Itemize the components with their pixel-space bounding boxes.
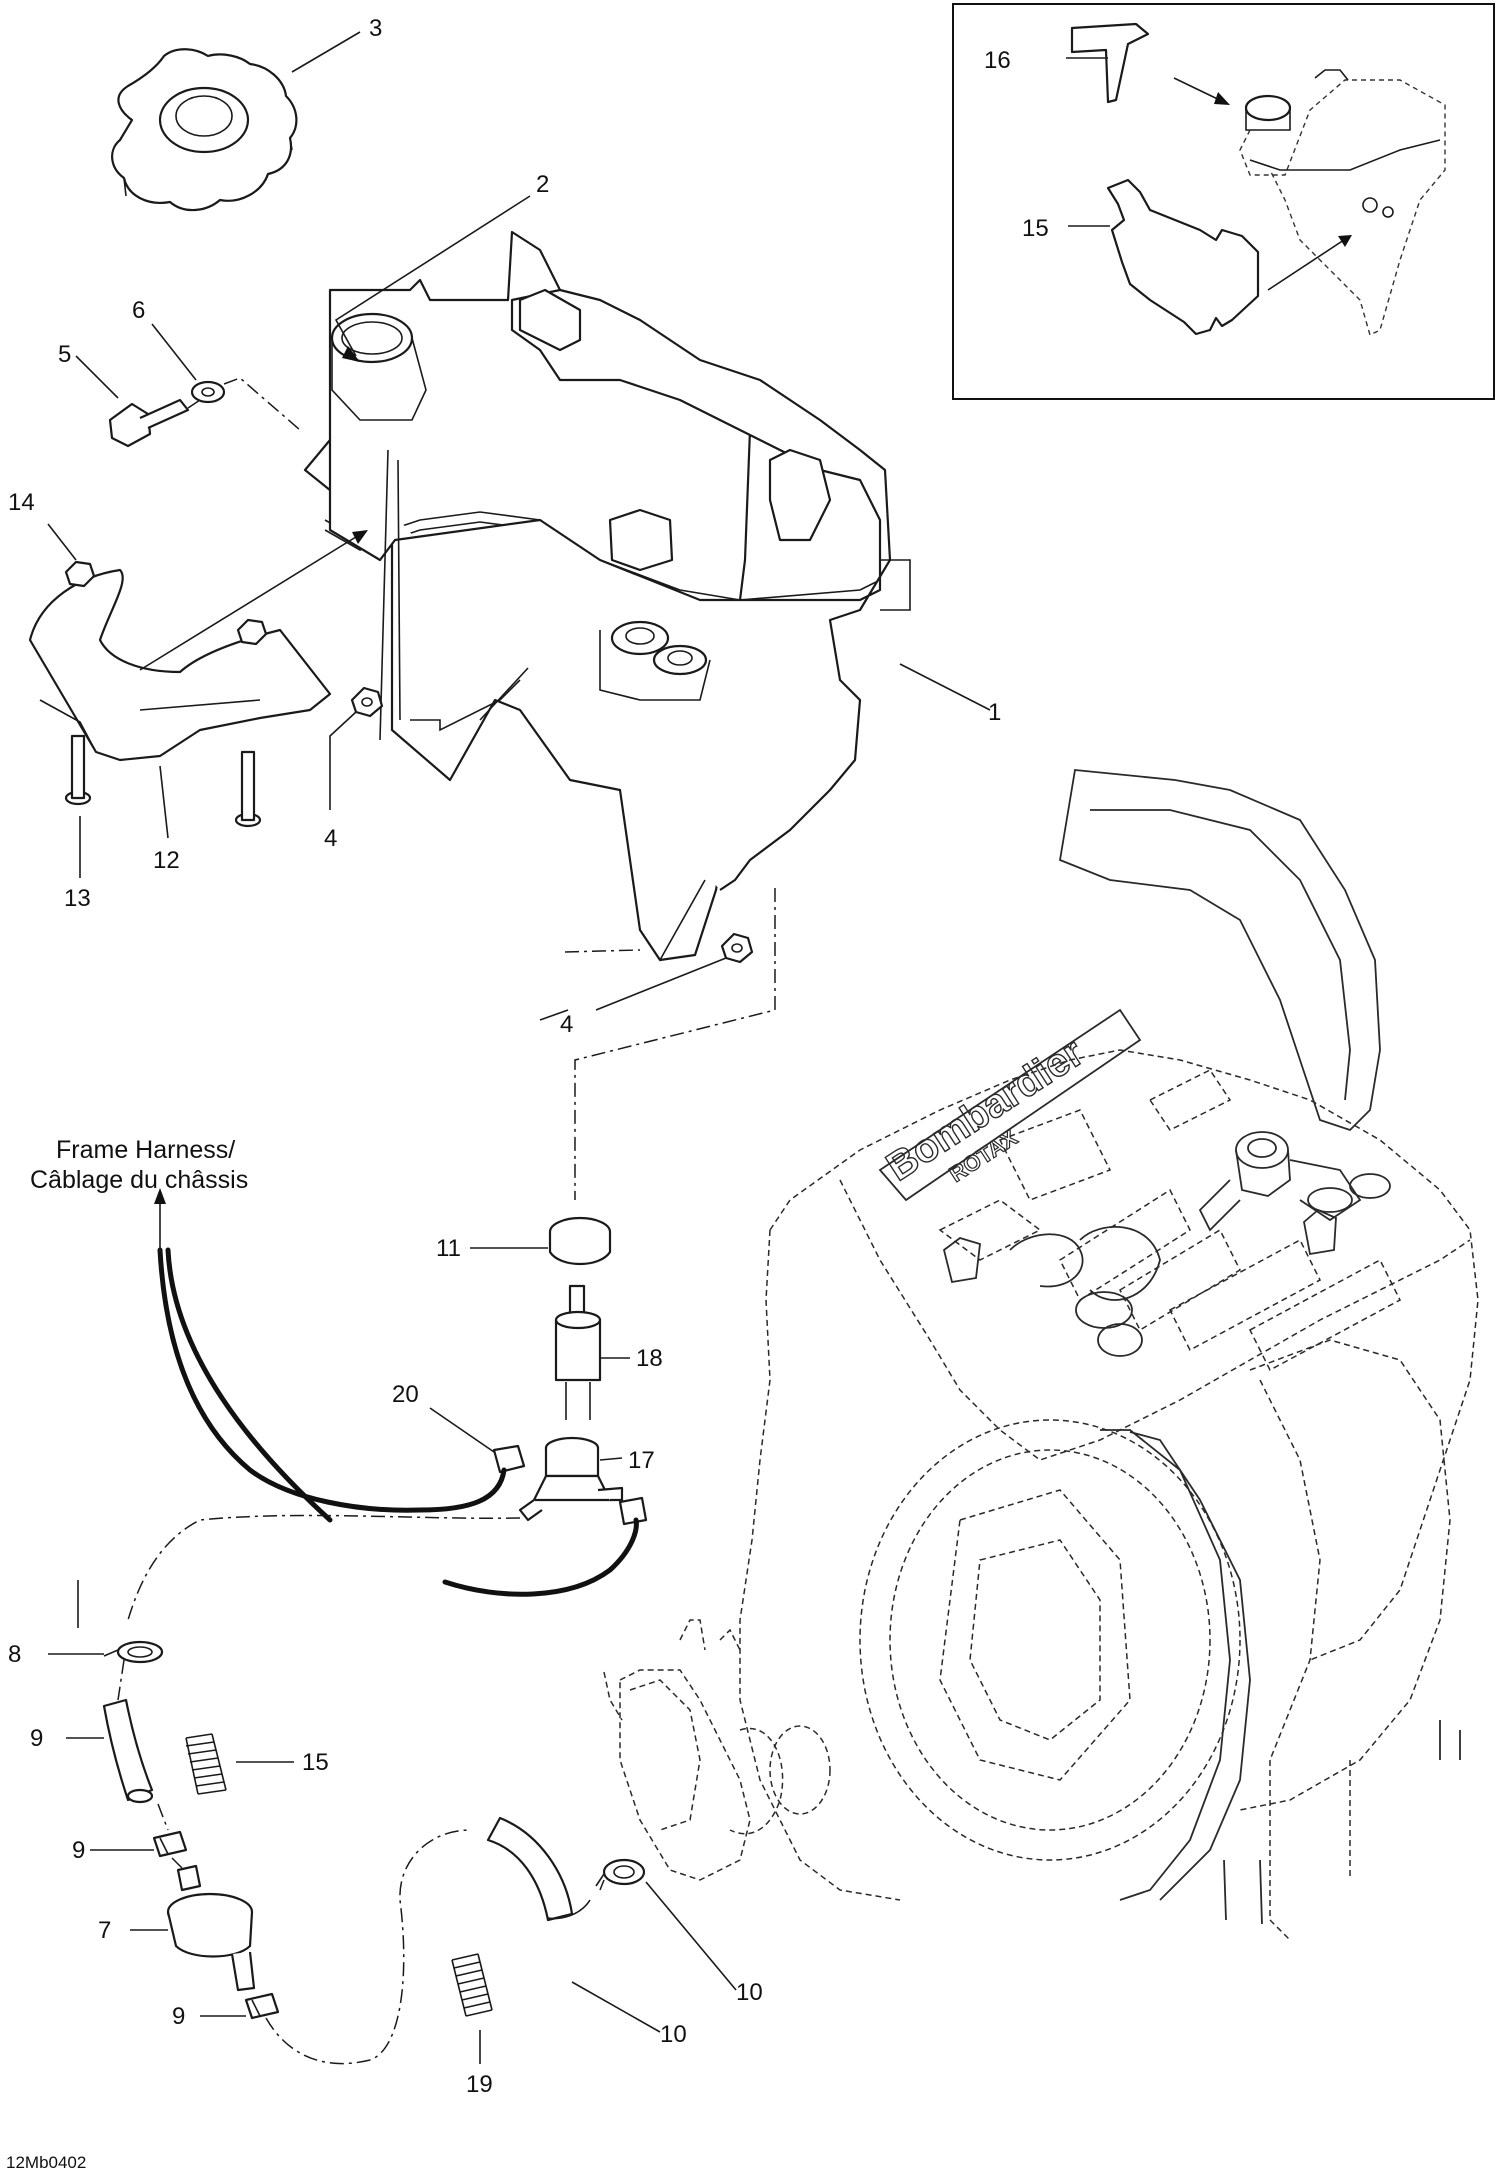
callout-4-upper: 4 [324,825,337,852]
leader-lines [47,31,991,2064]
callout-6: 6 [132,297,145,324]
callout-3: 3 [369,15,382,42]
callout-9-top: 8 [8,1641,21,1668]
callout-16: 15 [1022,215,1049,242]
harness-wire-3 [442,1517,639,1597]
hose-10a [102,1698,154,1804]
connector-20 [492,1444,648,1526]
screw-dashline [187,377,301,431]
hose-route-d [265,1829,471,2065]
callout-10-left: 9 [30,1725,43,1752]
callout-12: 12 [153,847,180,874]
callout-17: 16 [984,47,1011,74]
callout-15-upper: 15 [302,1749,329,1776]
oil-level-sensor-19 [554,1284,602,1420]
nut-4a [350,686,384,718]
nut-14 [64,560,96,588]
callout-19: 18 [636,1345,663,1372]
spring-15a [185,1733,227,1795]
bolt-13 [64,734,92,806]
callout-2: 2 [536,171,549,198]
hose-route-c [171,1857,185,1871]
clamp-9c [244,1992,280,2020]
callout-20: 20 [392,1381,419,1408]
hose-route-a [117,1659,125,1701]
shield-arrow [139,531,365,671]
callout-11: 11 [436,1235,461,1262]
oil-tank-1 [303,230,911,962]
washer-6 [190,380,226,404]
callout-14: 14 [8,489,35,516]
inline-filter-7 [166,1864,256,1992]
hose-route-upper [127,1514,521,1621]
clamp-8 [595,1858,646,1887]
harness-label-line1: Frame Harness/ [56,1136,235,1164]
callout-10-right: 10 [660,2021,687,2048]
gasket-pad-16 [1106,178,1260,336]
grommet-dashline [574,888,776,1200]
nut-14b [236,618,268,646]
valve-18 [518,1436,624,1522]
hose-10b [486,1816,591,1922]
hose-route-e [599,1879,605,1891]
callout-13: 13 [64,885,91,912]
decal-17 [1070,22,1150,104]
screw-5 [108,398,190,448]
callout-4-lower: 4 [560,1011,573,1038]
nut-4b [720,932,754,964]
arrow-16 [1267,235,1351,291]
callout-18: 17 [628,1447,655,1474]
callout-7: 7 [98,1917,111,1944]
engine-phantom [603,769,1479,1941]
clamp-9a [103,1640,164,1664]
bolt-13b [234,750,262,828]
drawing-code: 12Mb0402 [6,2153,86,2172]
harness-wire-2 [165,1247,333,1523]
harness-wire-1 [157,1247,507,1513]
callout-1: 1 [988,699,1001,726]
callout-9-low: 9 [172,2003,185,2030]
heat-shield-12 [28,568,332,762]
callout-9-mid: 9 [72,1837,85,1864]
engine-logo: Bombardier ROTAX [878,1030,1092,1191]
tank-inner-arrow [479,667,529,721]
inset-oil-tank [1239,69,1446,337]
callout-5: 5 [58,341,71,368]
callout-15-lower: 19 [466,2071,493,2098]
callout-8: 10 [736,1979,763,2006]
inset-panel [952,3,1495,400]
oil-cap-3 [111,48,298,212]
harness-label-line2: Câblage du châssis [30,1166,248,1194]
clamp-9b [152,1830,188,1858]
grommet-11 [548,1216,612,1265]
hose-route-b [157,1803,169,1831]
spring-15b [451,1953,493,2017]
